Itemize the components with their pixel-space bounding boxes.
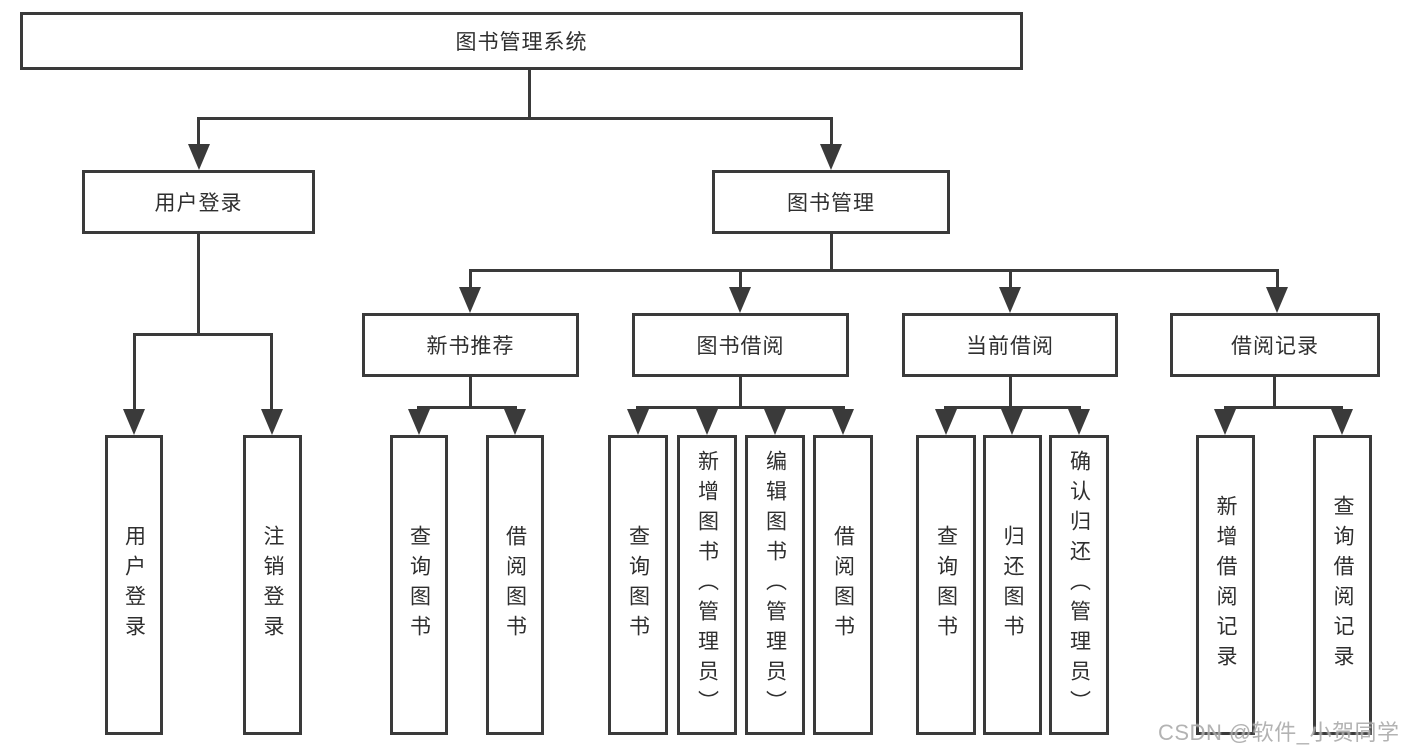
leaf-current-query-books: 查询图书 bbox=[916, 435, 976, 735]
connector-book-mgmt-stub bbox=[830, 117, 833, 146]
leaf-label: 查询借阅记录 bbox=[1331, 495, 1354, 675]
node-label: 用户登录 bbox=[154, 192, 243, 215]
node-label: 借阅记录 bbox=[1231, 335, 1319, 358]
connector-newbook-stub bbox=[469, 269, 472, 289]
arrowhead-user-login bbox=[188, 144, 210, 170]
connector-newbook-trunk bbox=[469, 377, 472, 409]
connector-book-mgmt-rail bbox=[469, 269, 1279, 272]
node-borrow-records: 借阅记录 bbox=[1170, 313, 1380, 377]
leaf-newbook-borrow-books: 借阅图书 bbox=[486, 435, 544, 735]
arrowhead-borrowrecord-add bbox=[1214, 409, 1236, 435]
node-new-book-recommend: 新书推荐 bbox=[362, 313, 579, 377]
leaf-current-confirm-return-admin: 确认归还（管理员） bbox=[1049, 435, 1109, 735]
arrowhead-bookborrow-borrow bbox=[832, 409, 854, 435]
leaf-current-return-books: 归还图书 bbox=[983, 435, 1042, 735]
connector-user-login-rail bbox=[133, 333, 273, 336]
leaf-label: 查询图书 bbox=[626, 525, 650, 645]
arrowhead-leaf-logout bbox=[261, 409, 283, 435]
leaf-user-login: 用户登录 bbox=[105, 435, 163, 735]
connector-bookborrow-trunk bbox=[739, 377, 742, 409]
arrowhead-newbook bbox=[459, 287, 481, 313]
connector-borrowrecord-rail bbox=[1224, 406, 1343, 409]
node-user-login: 用户登录 bbox=[82, 170, 315, 234]
leaf-borrow-query-books: 查询图书 bbox=[608, 435, 668, 735]
leaf-label: 查询图书 bbox=[934, 525, 958, 645]
connector-user-login-stub bbox=[197, 117, 200, 146]
connector-leaf-logout-stub bbox=[270, 333, 273, 411]
arrowhead-leaf-login bbox=[123, 409, 145, 435]
node-book-borrow: 图书借阅 bbox=[632, 313, 849, 377]
arrowhead-newbook-query bbox=[408, 409, 430, 435]
leaf-label: 借阅图书 bbox=[831, 525, 855, 645]
connector-root-trunk bbox=[528, 70, 531, 119]
connector-borrowrecord-trunk bbox=[1273, 377, 1276, 409]
connector-currentborrow-stub bbox=[1009, 269, 1012, 289]
arrowhead-newbook-borrow bbox=[504, 409, 526, 435]
connector-currentborrow-rail bbox=[944, 406, 1081, 409]
leaf-label: 确认归还（管理员） bbox=[1067, 450, 1091, 720]
connector-book-mgmt-trunk bbox=[830, 234, 833, 271]
leaf-logout: 注销登录 bbox=[243, 435, 302, 735]
node-book-management: 图书管理 bbox=[712, 170, 950, 234]
leaf-label: 注销登录 bbox=[261, 525, 284, 645]
leaf-label: 用户登录 bbox=[122, 525, 146, 645]
arrowhead-bookborrow-query bbox=[627, 409, 649, 435]
node-current-borrow: 当前借阅 bbox=[902, 313, 1118, 377]
arrowhead-borrowrecord bbox=[1266, 287, 1288, 313]
connector-user-login-trunk bbox=[197, 234, 200, 335]
arrowhead-book-mgmt bbox=[820, 144, 842, 170]
connector-leaf-login-stub bbox=[133, 333, 136, 411]
arrowhead-currentborrow-confirm bbox=[1068, 409, 1090, 435]
connector-bookborrow-rail bbox=[636, 406, 845, 409]
leaf-borrow-add-books-admin: 新增图书（管理员） bbox=[677, 435, 737, 735]
leaf-label: 归还图书 bbox=[1001, 525, 1024, 645]
leaf-label: 借阅图书 bbox=[503, 525, 527, 645]
arrowhead-borrowrecord-query bbox=[1331, 409, 1353, 435]
leaf-record-query-borrow-record: 查询借阅记录 bbox=[1313, 435, 1372, 735]
leaf-borrow-edit-books-admin: 编辑图书（管理员） bbox=[745, 435, 805, 735]
arrowhead-bookborrow-add bbox=[696, 409, 718, 435]
node-label: 图书借阅 bbox=[696, 335, 785, 358]
connector-currentborrow-trunk bbox=[1009, 377, 1012, 409]
leaf-borrow-borrow-books: 借阅图书 bbox=[813, 435, 873, 735]
arrowhead-currentborrow-return bbox=[1001, 409, 1023, 435]
arrowhead-bookborrow-edit bbox=[764, 409, 786, 435]
arrowhead-currentborrow-query bbox=[935, 409, 957, 435]
leaf-label: 新增借阅记录 bbox=[1214, 495, 1237, 675]
leaf-record-add-borrow-record: 新增借阅记录 bbox=[1196, 435, 1255, 735]
node-library-system: 图书管理系统 bbox=[20, 12, 1023, 70]
connector-root-rail bbox=[197, 117, 833, 120]
node-label: 图书管理 bbox=[787, 192, 875, 215]
node-label: 图书管理系统 bbox=[455, 31, 588, 54]
csdn-watermark: CSDN @软件_小贺同学 bbox=[1158, 720, 1400, 745]
connector-newbook-rail bbox=[417, 406, 517, 409]
connector-borrowrecord-stub bbox=[1276, 269, 1279, 289]
leaf-label: 编辑图书（管理员） bbox=[763, 450, 787, 720]
node-label: 当前借阅 bbox=[966, 335, 1054, 358]
connector-bookborrow-stub bbox=[739, 269, 742, 289]
arrowhead-bookborrow bbox=[729, 287, 751, 313]
leaf-label: 查询图书 bbox=[407, 525, 431, 645]
leaf-label: 新增图书（管理员） bbox=[695, 450, 719, 720]
node-label: 新书推荐 bbox=[426, 335, 515, 358]
arrowhead-currentborrow bbox=[999, 287, 1021, 313]
leaf-newbook-query-books: 查询图书 bbox=[390, 435, 448, 735]
